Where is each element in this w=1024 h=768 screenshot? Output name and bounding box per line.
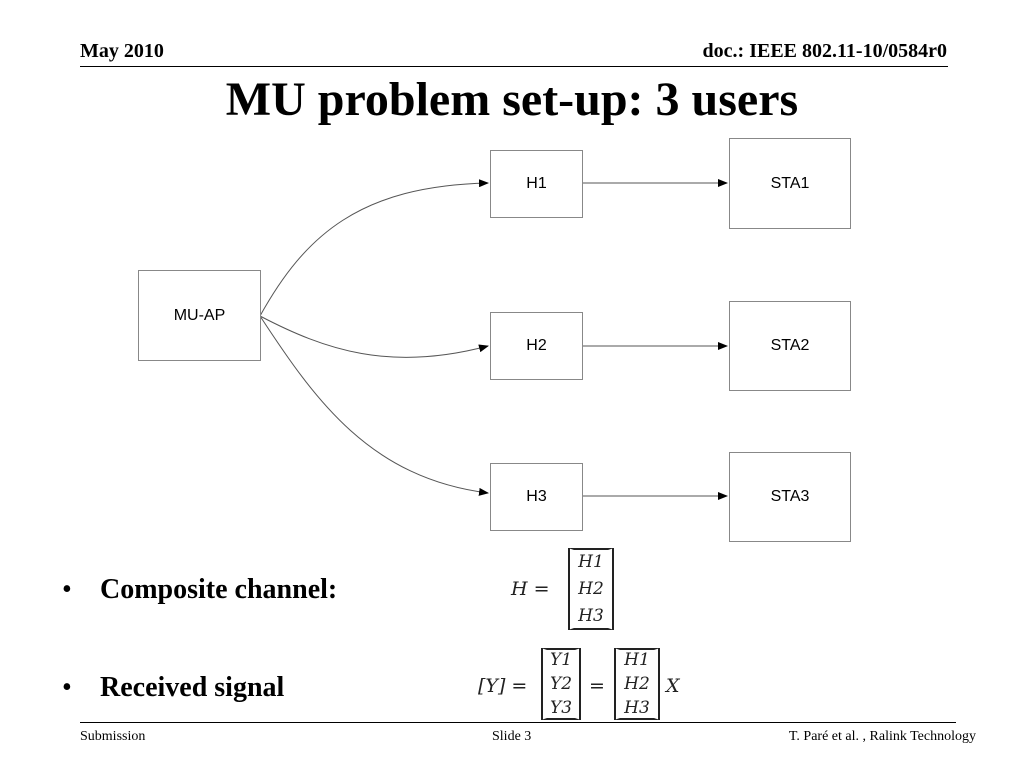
footer-slide-number: Slide 3 [492, 729, 532, 744]
header-doc-id: doc.: IEEE 802.11-10/0584r0 [702, 40, 947, 62]
header-rule [80, 66, 948, 67]
node-sta1: STA1 [729, 138, 851, 229]
bullet-text: Received signal [100, 672, 285, 703]
node-h3: H3 [490, 463, 583, 531]
equation-received-x: X [666, 675, 680, 697]
matrix-entry: H1 [624, 650, 650, 670]
bullet-received-signal: • Received signal [62, 672, 284, 704]
bullet-dot: • [62, 574, 72, 605]
footer-submission: Submission [80, 729, 146, 744]
matrix-entry: H2 [578, 578, 604, 599]
bullet-text: Composite channel: [100, 574, 338, 605]
bullet-dot: • [62, 672, 72, 703]
node-sta2: STA2 [729, 301, 851, 391]
node-sta3: STA3 [729, 452, 851, 542]
node-h2: H2 [490, 312, 583, 380]
equation-composite-lhs: H = [511, 578, 550, 600]
matrix-entry: H2 [624, 674, 650, 694]
matrix-y-vector: Y1 Y2 Y3 [541, 648, 581, 720]
node-mu-ap: MU-AP [138, 270, 261, 361]
footer-rule [80, 722, 956, 723]
slide-title: MU problem set-up: 3 users [225, 73, 799, 126]
matrix-h-vector: H1 H2 H3 [568, 548, 614, 630]
edge-ap-h1 [259, 179, 489, 317]
edge-ap-h3 [259, 315, 489, 496]
edge-ap-h2 [259, 315, 489, 358]
matrix-entry: H1 [578, 551, 604, 572]
footer-author: T. Paré et al. , Ralink Technology [788, 729, 976, 744]
bullet-composite-channel: • Composite channel: [62, 574, 337, 606]
header-date: May 2010 [80, 40, 164, 62]
matrix-entry: Y2 [549, 674, 573, 694]
matrix-entry: H3 [578, 606, 604, 627]
matrix-h-vector-received: H1 H2 H3 [614, 648, 660, 720]
equation-received-equals: = [589, 675, 605, 697]
matrix-entry: H3 [624, 698, 650, 718]
node-h1: H1 [490, 150, 583, 218]
matrix-entry: Y1 [549, 650, 573, 670]
matrix-entry: Y3 [549, 698, 573, 718]
equation-received-lhs: [Y] = [478, 675, 528, 697]
